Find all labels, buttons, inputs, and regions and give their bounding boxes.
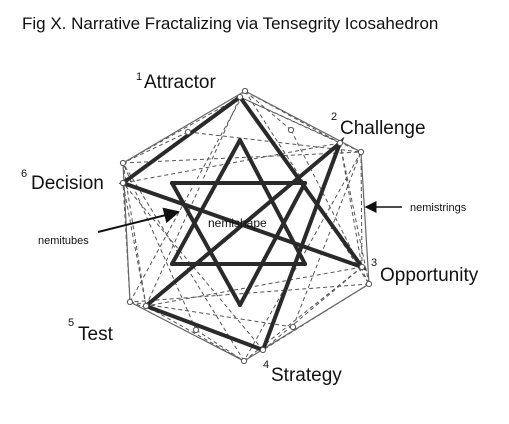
vertex-dot xyxy=(240,357,248,365)
vertex-dot xyxy=(241,87,249,95)
vertex-dot xyxy=(192,326,200,334)
string-line xyxy=(145,305,245,362)
vertex-dot xyxy=(119,179,127,187)
node-challenge: 2 Challenge xyxy=(331,111,426,139)
vertex-dot xyxy=(259,346,267,354)
nemitubes-label: nemitubes xyxy=(38,235,89,247)
string-line xyxy=(129,90,246,303)
vertex-dot xyxy=(336,139,344,147)
string-line xyxy=(195,329,245,362)
nemishape-label: nemishape xyxy=(208,216,267,230)
node-opportunity: 3 Opportunity xyxy=(371,257,479,286)
node-label: Attractor xyxy=(144,72,216,93)
vertex-dot xyxy=(126,298,134,306)
string-line xyxy=(262,266,363,351)
node-number: 5 xyxy=(68,317,74,329)
vertex-dot xyxy=(365,280,373,288)
node-number: 1 xyxy=(136,71,142,83)
node-attractor: 1 Attractor xyxy=(136,71,216,93)
strut-diagonal-right-upper xyxy=(238,138,307,266)
string-line xyxy=(292,151,362,328)
figure-title: Fig X. Narrative Fractalizing via Tenseg… xyxy=(22,14,438,33)
node-strategy: 4 Strategy xyxy=(263,359,342,386)
vertex-dot xyxy=(357,148,365,156)
node-decision: 6 Decision xyxy=(21,168,104,194)
string-line xyxy=(122,142,341,184)
node-number: 4 xyxy=(263,359,269,371)
node-label: Opportunity xyxy=(380,265,479,286)
string-line xyxy=(360,151,363,268)
vertex-dot xyxy=(287,126,295,134)
node-number: 6 xyxy=(21,168,27,180)
string-line xyxy=(145,266,363,307)
node-label: Decision xyxy=(31,173,104,194)
node-test: 5 Test xyxy=(68,317,114,345)
vertex-dot xyxy=(184,128,192,136)
node-number: 2 xyxy=(331,111,337,123)
vertex-dot xyxy=(289,323,297,331)
node-label: Strategy xyxy=(271,365,342,386)
string-line xyxy=(122,162,245,362)
string-line xyxy=(243,266,363,362)
node-number: 3 xyxy=(371,257,377,269)
string-line xyxy=(339,142,370,285)
vertex-dot xyxy=(142,302,150,310)
strut-diagonal-left-upper xyxy=(170,138,242,266)
vertex-dots xyxy=(119,87,373,365)
nemitubes-arrow xyxy=(97,207,180,233)
string-line xyxy=(122,151,362,164)
vertex-dot xyxy=(236,93,244,101)
strut-diagonal-right xyxy=(238,181,307,307)
string-line xyxy=(122,162,197,331)
string-line xyxy=(244,90,292,131)
string-line xyxy=(122,162,147,307)
string-line xyxy=(239,96,341,144)
strut-triangle-down xyxy=(142,136,345,353)
vertex-dot xyxy=(358,263,366,271)
node-label: Test xyxy=(78,324,114,345)
string-line xyxy=(145,96,241,307)
string-line xyxy=(129,283,370,303)
strut-diagonal-left xyxy=(170,181,242,307)
string-line xyxy=(122,131,189,164)
nemistrings-label: nemistrings xyxy=(410,202,467,214)
node-label: Challenge xyxy=(340,118,426,139)
nemishape-star xyxy=(118,94,368,353)
vertex-dot xyxy=(119,159,127,167)
